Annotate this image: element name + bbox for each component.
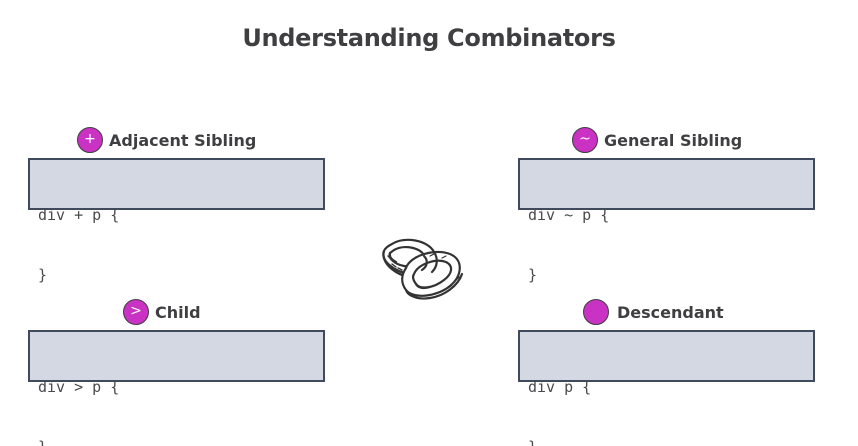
- label-text: Adjacent Sibling: [109, 130, 257, 150]
- linked-rings-icon: [378, 234, 466, 306]
- label-adjacent-sibling: + Adjacent Sibling: [77, 126, 256, 154]
- label-text: General Sibling: [604, 130, 743, 150]
- code-line: div p {: [528, 378, 592, 396]
- code-line: }: [38, 266, 48, 284]
- code-line: div + p {: [38, 206, 120, 224]
- page-title: Understanding Combinators: [242, 24, 616, 52]
- code-box-adjacent-sibling: div + p { }: [28, 158, 325, 284]
- code-box-general-sibling: div ~ p { }: [518, 158, 815, 284]
- label-text: Child: [155, 302, 201, 322]
- code-line: div ~ p {: [528, 206, 610, 224]
- code-line: }: [38, 437, 323, 446]
- code-box-descendant: div p { }: [518, 330, 815, 446]
- code-box-child: div > p { }: [28, 330, 325, 446]
- code-line: }: [528, 437, 813, 446]
- badge-plus: +: [77, 127, 103, 153]
- label-child: > Child: [123, 298, 201, 326]
- badge-empty: [583, 299, 609, 325]
- label-descendant: Descendant: [583, 298, 724, 326]
- badge-greater-than: >: [123, 299, 149, 325]
- code-line: }: [528, 266, 538, 284]
- label-text: Descendant: [617, 302, 724, 322]
- badge-tilde: ~: [572, 127, 598, 153]
- code-line: div > p {: [38, 378, 120, 396]
- label-general-sibling: ~ General Sibling: [572, 126, 742, 154]
